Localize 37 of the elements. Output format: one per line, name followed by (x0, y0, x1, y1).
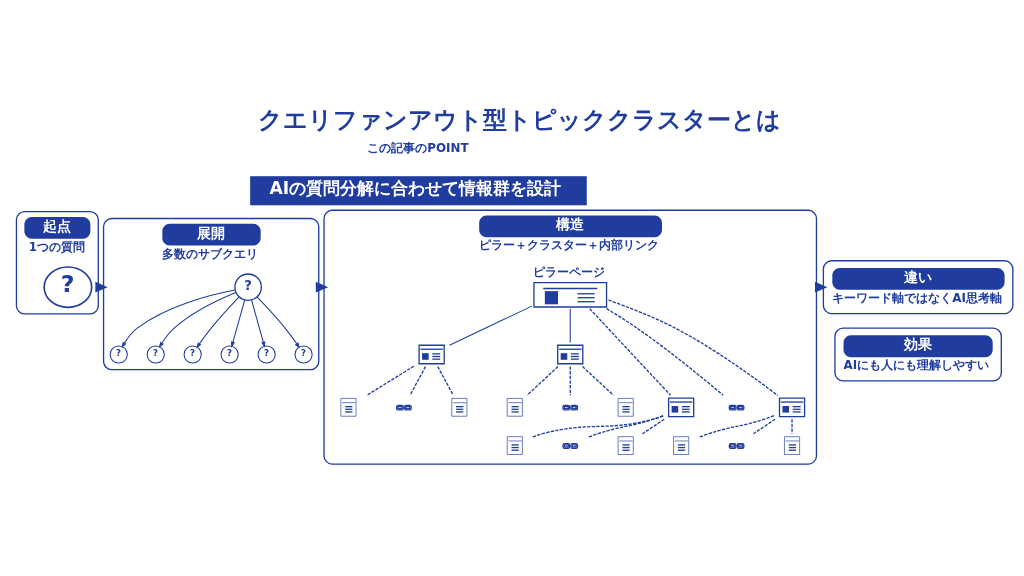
node-circle: ? (146, 345, 165, 364)
node-circle: ? (257, 345, 276, 364)
connector (605, 308, 724, 396)
connector (791, 418, 793, 435)
node-circle: ? (109, 345, 128, 364)
node-circle: ? (294, 345, 313, 364)
connector (752, 418, 776, 435)
node-box: 効果 AIにも人にも理解しやすい (834, 327, 1002, 382)
label: この記事のPOINT (367, 141, 469, 156)
node-box: AIの質問分解に合わせて情報群を設計 (250, 176, 587, 206)
connector (698, 415, 775, 438)
arrow (196, 296, 240, 349)
arrow (251, 299, 266, 348)
connector (589, 308, 672, 396)
node-circle: ? (183, 345, 202, 364)
diagram-title: クエリファンアウト型トピッククラスターとは (257, 105, 781, 134)
connector (581, 365, 615, 396)
node-label: ピラーページ (533, 265, 606, 280)
node-circle: ? (234, 273, 262, 302)
connector (532, 415, 664, 438)
arrow (158, 292, 237, 348)
arrow (121, 289, 236, 348)
connector (409, 365, 427, 396)
connector (365, 365, 415, 397)
connector (569, 308, 571, 344)
connector (448, 305, 533, 346)
arrow (256, 296, 300, 349)
connector (607, 299, 779, 397)
node-ellipse: ? (43, 266, 93, 309)
connector (641, 418, 665, 435)
arrow (230, 299, 246, 348)
connector (526, 365, 559, 396)
node-box: 違い キーワード軸ではなくAI思考軸 (822, 260, 1014, 315)
connector (569, 365, 571, 396)
connector (437, 365, 454, 396)
node-circle: ? (220, 345, 239, 364)
connector (587, 415, 664, 438)
